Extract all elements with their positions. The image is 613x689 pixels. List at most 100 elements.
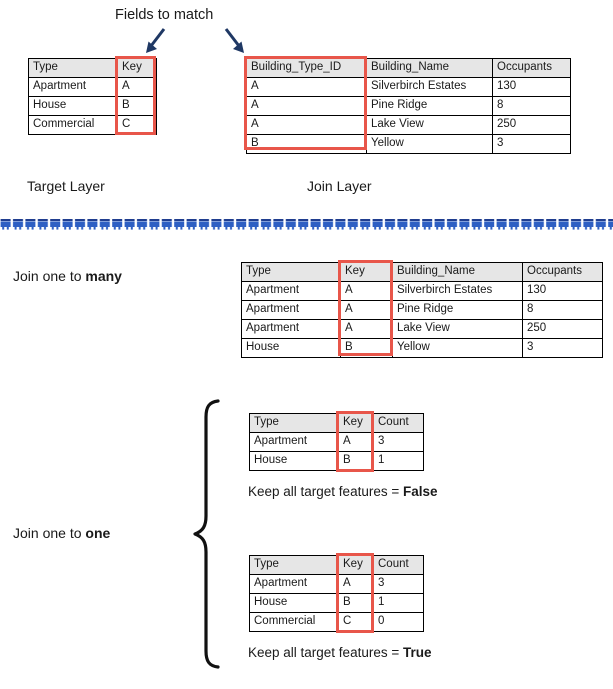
target-layer-table: Type Key Apartment A House B Commercial … [28, 58, 157, 135]
table-cell: A [340, 300, 393, 320]
column-header: Count [373, 413, 424, 433]
table-cell: 8 [492, 96, 571, 116]
table-header-row: Building_Type_ID Building_Name Occupants [246, 58, 571, 78]
table-cell: Apartment [249, 432, 339, 452]
table-cell: Yellow [366, 134, 493, 154]
table-cell: 3 [373, 432, 424, 452]
column-header: Key [338, 555, 374, 575]
table-cell: 8 [522, 300, 603, 320]
target-layer-table-wrap: Type Key Apartment A House B Commercial … [28, 58, 157, 135]
table-cell: Commercial [249, 612, 339, 632]
table-cell: House [28, 96, 118, 116]
join-one-to-many-result-table: Type Key Building_Name Occupants Apartme… [241, 262, 603, 358]
table-row: House B [28, 96, 157, 116]
table-header-row: Type Key Count [249, 555, 424, 575]
table-cell: A [338, 432, 374, 452]
table-row: Commercial C 0 [249, 612, 424, 632]
arrow-down-right-icon [222, 27, 252, 55]
table-cell: House [241, 338, 341, 358]
table-header-row: Type Key [28, 58, 157, 78]
join-one-to-many-label-prefix: Join one to [13, 268, 86, 284]
curly-brace-icon [192, 398, 224, 670]
table-cell: 1 [373, 593, 424, 613]
join-one-to-one-keep-true-table-wrap: Type Key Count Apartment A 3 House B 1 C… [249, 555, 424, 632]
keep-all-target-features-false-label: Keep all target features = False [248, 484, 438, 500]
table-cell: Yellow [392, 338, 523, 358]
table-header-row: Type Key Building_Name Occupants [241, 262, 603, 282]
decorative-divider-icon [0, 218, 613, 231]
table-cell: A [246, 115, 367, 135]
keep-all-target-features-true-label: Keep all target features = True [248, 645, 432, 661]
fields-to-match-title: Fields to match [115, 7, 214, 23]
column-header: Type [249, 555, 339, 575]
keep-true-prefix: Keep all target features = [248, 645, 403, 660]
table-row: Apartment A [28, 77, 157, 97]
column-header: Building_Name [392, 262, 523, 282]
table-cell: Apartment [241, 281, 341, 301]
table-row: A Pine Ridge 8 [246, 96, 571, 116]
table-header-row: Type Key Count [249, 413, 424, 433]
table-cell: A [117, 77, 157, 97]
table-cell: A [246, 96, 367, 116]
column-header: Count [373, 555, 424, 575]
column-header: Occupants [522, 262, 603, 282]
join-one-to-one-label: Join one to one [13, 525, 110, 541]
table-cell: C [117, 115, 157, 135]
table-cell: B [117, 96, 157, 116]
table-row: House B 1 [249, 451, 424, 471]
table-cell: B [338, 593, 374, 613]
table-cell: 3 [522, 338, 603, 358]
table-cell: B [338, 451, 374, 471]
join-layer-caption: Join Layer [307, 178, 372, 194]
column-header: Occupants [492, 58, 571, 78]
table-row: Apartment A 3 [249, 574, 424, 594]
table-cell: 250 [522, 319, 603, 339]
join-one-to-one-keep-true-table: Type Key Count Apartment A 3 House B 1 C… [249, 555, 424, 632]
table-cell: B [246, 134, 367, 154]
table-cell: 3 [492, 134, 571, 154]
table-row: Apartment A Pine Ridge 8 [241, 300, 603, 320]
table-row: Apartment A 3 [249, 432, 424, 452]
table-row: A Silverbirch Estates 130 [246, 77, 571, 97]
table-row: Commercial C [28, 115, 157, 135]
join-layer-table-wrap: Building_Type_ID Building_Name Occupants… [246, 58, 571, 154]
keep-false-value: False [402, 484, 438, 499]
keep-true-value: True [402, 645, 432, 660]
column-header: Building_Name [366, 58, 493, 78]
join-one-to-one-label-prefix: Join one to [13, 525, 86, 541]
column-header: Building_Type_ID [246, 58, 367, 78]
table-cell: A [246, 77, 367, 97]
table-cell: Apartment [249, 574, 339, 594]
table-cell: 3 [373, 574, 424, 594]
table-cell: B [340, 338, 393, 358]
column-header: Key [338, 413, 374, 433]
table-cell: 250 [492, 115, 571, 135]
table-cell: C [338, 612, 374, 632]
table-cell: Apartment [241, 319, 341, 339]
table-cell: Pine Ridge [366, 96, 493, 116]
join-layer-table: Building_Type_ID Building_Name Occupants… [246, 58, 571, 154]
column-header: Key [340, 262, 393, 282]
column-header: Type [28, 58, 118, 78]
table-cell: Lake View [392, 319, 523, 339]
join-one-to-many-label-emphasis: many [85, 268, 122, 284]
table-cell: Silverbirch Estates [366, 77, 493, 97]
join-one-to-one-label-emphasis: one [85, 525, 111, 541]
column-header: Key [117, 58, 157, 78]
table-row: House B Yellow 3 [241, 338, 603, 358]
table-cell: Lake View [366, 115, 493, 135]
table-cell: A [340, 281, 393, 301]
table-row: Apartment A Lake View 250 [241, 319, 603, 339]
table-cell: Apartment [28, 77, 118, 97]
table-row: Apartment A Silverbirch Estates 130 [241, 281, 603, 301]
target-layer-caption: Target Layer [27, 178, 105, 194]
table-cell: 130 [522, 281, 603, 301]
keep-false-prefix: Keep all target features = [248, 484, 403, 499]
table-cell: Silverbirch Estates [392, 281, 523, 301]
join-one-to-one-keep-false-table-wrap: Type Key Count Apartment A 3 House B 1 [249, 413, 424, 471]
table-cell: Commercial [28, 115, 118, 135]
table-cell: 130 [492, 77, 571, 97]
table-cell: Apartment [241, 300, 341, 320]
table-cell: 0 [373, 612, 424, 632]
arrow-down-left-icon [140, 27, 170, 55]
